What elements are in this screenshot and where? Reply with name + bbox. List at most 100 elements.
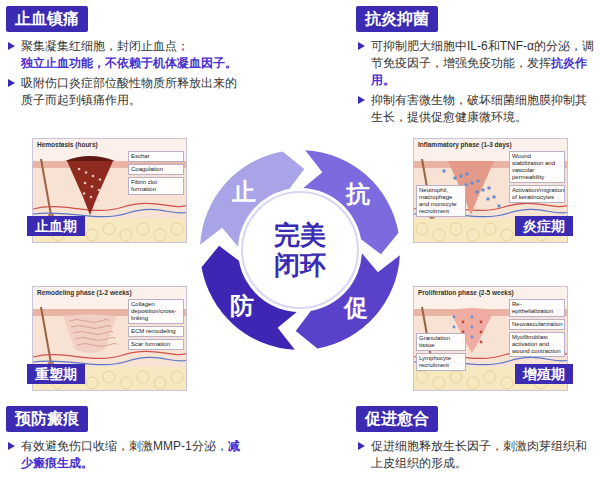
fat-cell	[501, 229, 513, 241]
feature-panel: 预防瘢痕有效避免伤口收缩，刺激MMP-1分泌，减少瘢痕生成。	[6, 406, 248, 475]
body-text: 促进细胞释放生长因子，刺激肉芽组织和上皮组织的形成。	[371, 439, 587, 470]
heading-text: 促进愈合	[356, 406, 438, 432]
fat-cell	[433, 229, 445, 241]
body-text: 吸附伤口炎症部位酸性物质所释放出来的质子而起到镇痛作用。	[21, 76, 237, 107]
center-title: 完美闭环	[274, 220, 326, 280]
label-column: EscharCoagulationFibrin clot formation	[128, 151, 184, 195]
wound-phase-illustration: EscharCoagulationFibrin clot formation He…	[32, 138, 187, 243]
bullet-item: 有效避免伤口收缩，刺激MMP-1分泌，减少瘢痕生成。	[6, 438, 248, 472]
fat-cell	[154, 229, 166, 241]
collagen-fiber	[71, 326, 111, 329]
body-text: 有效避免伤口收缩，刺激MMP-1分泌，	[21, 439, 228, 453]
fat-cell	[416, 223, 428, 235]
fat-cell	[154, 377, 166, 389]
platelet	[84, 182, 87, 185]
arrow-shape	[200, 150, 400, 350]
fat-cell	[103, 223, 115, 235]
phase-title: Hemostasis (hours)	[37, 141, 98, 149]
phase-title: Remodeling phase (1-2 weeks)	[37, 289, 132, 297]
fat-cell	[137, 223, 149, 235]
cell	[453, 316, 456, 319]
fat-cell	[450, 371, 462, 383]
blood-vessel	[33, 203, 186, 210]
phase-caption: 止血期	[27, 216, 85, 236]
callout-label: Myofibroblast activation and wound contr…	[509, 332, 565, 357]
callout-label: Eschar	[128, 151, 184, 162]
highlight-text: 独立止血功能，不依赖于机体凝血因子。	[21, 55, 248, 72]
callout-label: Re-epithelialization	[509, 299, 565, 317]
platelet	[99, 178, 102, 181]
heading-text: 抗炎抑菌	[356, 6, 438, 32]
fat-cell	[103, 371, 115, 383]
phase-caption: 增殖期	[515, 364, 573, 384]
bullet-item: 可抑制肥大细胞中IL-6和TNF-α的分泌，调节免疫因子，增强免疫功能，发挥抗炎…	[356, 38, 596, 89]
bullet-item: 促进细胞释放生长因子，刺激肉芽组织和上皮组织的形成。	[356, 438, 596, 472]
platelet	[85, 171, 88, 174]
wound-phase-illustration: Collagen deposition/cross-linkingECM rem…	[32, 286, 187, 391]
cell	[480, 321, 483, 324]
heading-text: 止血镇痛	[6, 6, 88, 32]
body-text: 聚集凝集红细胞，封闭止血点；	[21, 39, 189, 53]
center-circle	[242, 192, 358, 308]
fat-cell	[467, 377, 479, 389]
phase-caption: 炎症期	[515, 216, 573, 236]
bullet-item: 聚集凝集红细胞，封闭止血点； 独立止血功能，不依赖于机体凝血因子。	[6, 38, 248, 72]
collagen-fiber	[69, 320, 109, 323]
blood-vessel	[33, 351, 186, 358]
callout-label: ECM remodeling	[128, 326, 184, 337]
fat-cell	[86, 377, 98, 389]
fat-cell	[120, 377, 132, 389]
arrow-segment-fill	[202, 246, 297, 350]
immune-cell	[481, 188, 485, 192]
label-column: Re-epithelializationNeovascularizationMy…	[509, 299, 565, 357]
collagen-fiber	[75, 338, 115, 341]
callout-label: Neutrophil, macrophage and monocyte recr…	[416, 185, 466, 217]
phase-title: Inflammatory phase (1-3 days)	[418, 141, 512, 149]
callout-label: Fibrin clot formation	[128, 177, 184, 195]
callout-label: Coagulation	[128, 164, 184, 175]
segment-label: 防	[229, 292, 255, 320]
immune-cell	[492, 195, 496, 199]
segment-label: 促	[343, 294, 369, 322]
phase-caption: 重塑期	[27, 364, 85, 384]
platelet	[97, 199, 100, 202]
fat-cell	[501, 377, 513, 389]
fat-cell	[120, 229, 132, 241]
platelet	[90, 196, 93, 199]
cycle-arrow-segment: 防	[200, 150, 400, 350]
immune-cell	[442, 169, 446, 173]
label-column: Neutrophil, macrophage and monocyte recr…	[416, 185, 466, 217]
fat-cell	[467, 229, 479, 241]
immune-cell	[497, 204, 501, 208]
fat-cell	[416, 371, 428, 383]
immune-cell	[459, 174, 463, 178]
fat-cell	[86, 229, 98, 241]
cell	[471, 316, 474, 319]
feature-panel: 抗炎抑菌可抑制肥大细胞中IL-6和TNF-α的分泌，调节免疫因子，增强免疫功能，…	[356, 6, 596, 129]
cell	[471, 326, 474, 329]
panel-heading: 促进愈合	[356, 406, 596, 432]
bullet-item: 吸附伤口炎症部位酸性物质所释放出来的质子而起到镇痛作用。	[6, 75, 248, 109]
panel-heading: 预防瘢痕	[6, 406, 248, 432]
fat-cell	[484, 223, 496, 235]
fat-cell	[433, 377, 445, 389]
cell	[471, 336, 474, 339]
callout-label: Scar formation	[128, 339, 184, 350]
callout-label: Collagen deposition/cross-linking	[128, 299, 184, 324]
fat-cell	[171, 371, 183, 383]
wound-phase-illustration: Wound stabilization and vascular permeab…	[413, 138, 568, 243]
collagen-fiber	[77, 344, 117, 347]
arrow-segment-fill	[296, 253, 400, 348]
cell	[453, 326, 456, 329]
immune-cell	[470, 181, 474, 185]
cell	[462, 321, 465, 324]
platelet	[92, 175, 95, 178]
collagen-fiber	[73, 332, 113, 335]
scab	[65, 156, 115, 161]
center-text-holder: 完美闭环	[240, 190, 360, 310]
immune-cell	[487, 186, 491, 190]
cell	[480, 331, 483, 334]
callout-label: Wound stabilization and vascular permeab…	[509, 151, 565, 183]
phase-title: Proliferation phase (2-5 weeks)	[418, 289, 514, 297]
